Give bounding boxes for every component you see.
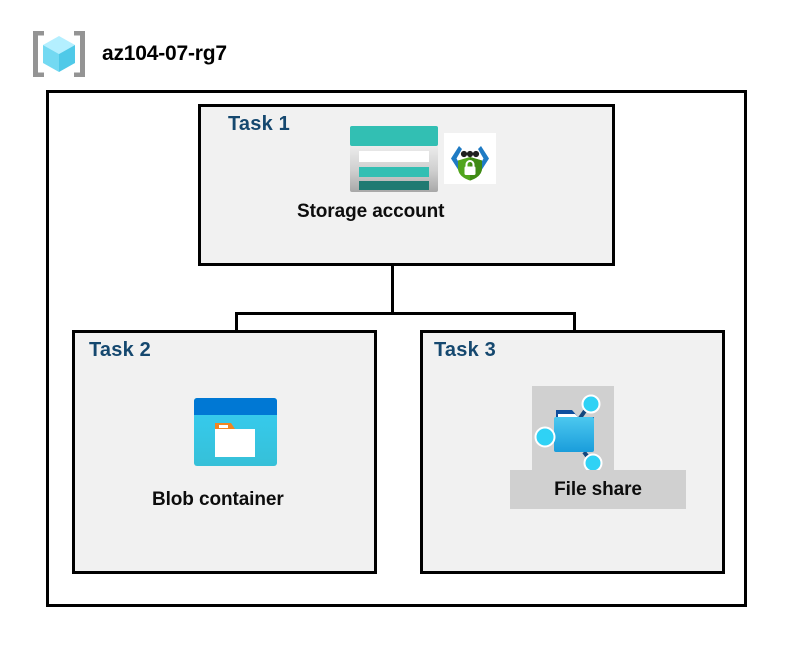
storage-account-icon	[350, 126, 438, 192]
azure-resource-group-icon	[30, 28, 88, 80]
resource-group-header: az104-07-rg7	[30, 28, 227, 80]
node-caption-file-share: File share	[510, 470, 686, 509]
blob-container-icon	[194, 398, 277, 466]
file-share-icon	[532, 386, 614, 471]
task-label-3: Task 3	[434, 339, 496, 361]
node-caption-storage-account: Storage account	[297, 201, 445, 222]
task-label-2: Task 2	[89, 339, 151, 361]
task-label-1: Task 1	[228, 113, 290, 135]
node-caption-blob-container: Blob container	[152, 489, 284, 510]
connector-horizontal-branch	[235, 312, 576, 315]
connector-trunk-storage	[391, 222, 394, 314]
resource-group-name: az104-07-rg7	[102, 42, 227, 65]
api-encryption-shield-icon	[444, 133, 496, 184]
